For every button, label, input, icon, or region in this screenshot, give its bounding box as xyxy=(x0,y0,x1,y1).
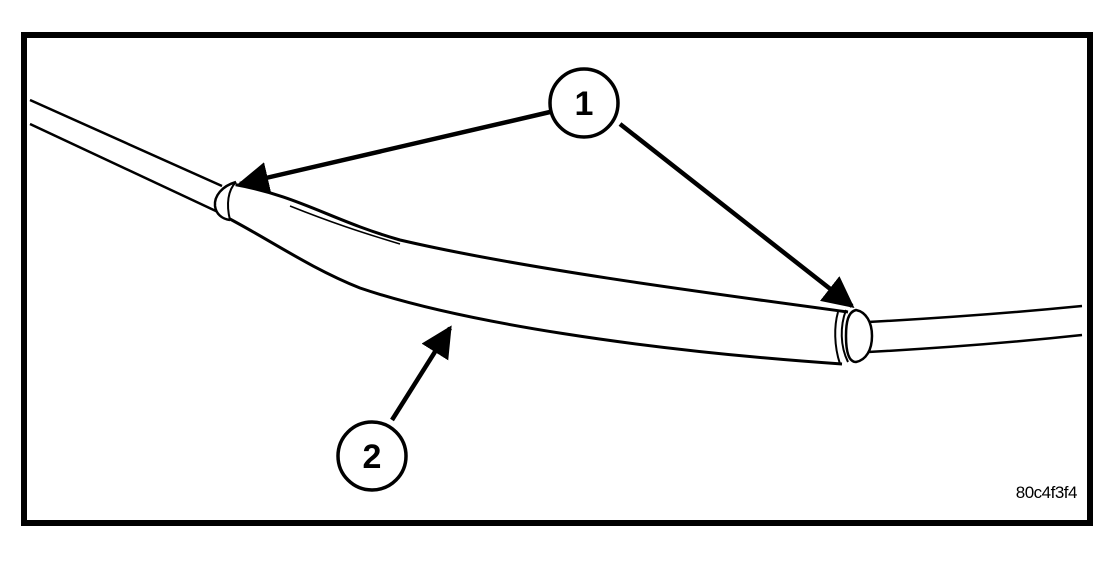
callout-2-leader xyxy=(390,325,452,422)
protective-sleeve xyxy=(227,182,849,366)
callout-1: 1 xyxy=(548,67,620,139)
figure-id: 80c4f3f4 xyxy=(1016,483,1077,502)
callout-2-label: 2 xyxy=(363,438,382,476)
callout-1-label: 1 xyxy=(575,85,594,123)
sleeve-end-right xyxy=(834,308,874,365)
tube-left xyxy=(29,98,223,214)
sleeve-end-left xyxy=(213,180,237,222)
tube-right xyxy=(867,304,1083,354)
callout-1-leaders xyxy=(236,109,855,308)
callout-2: 2 xyxy=(336,420,408,492)
